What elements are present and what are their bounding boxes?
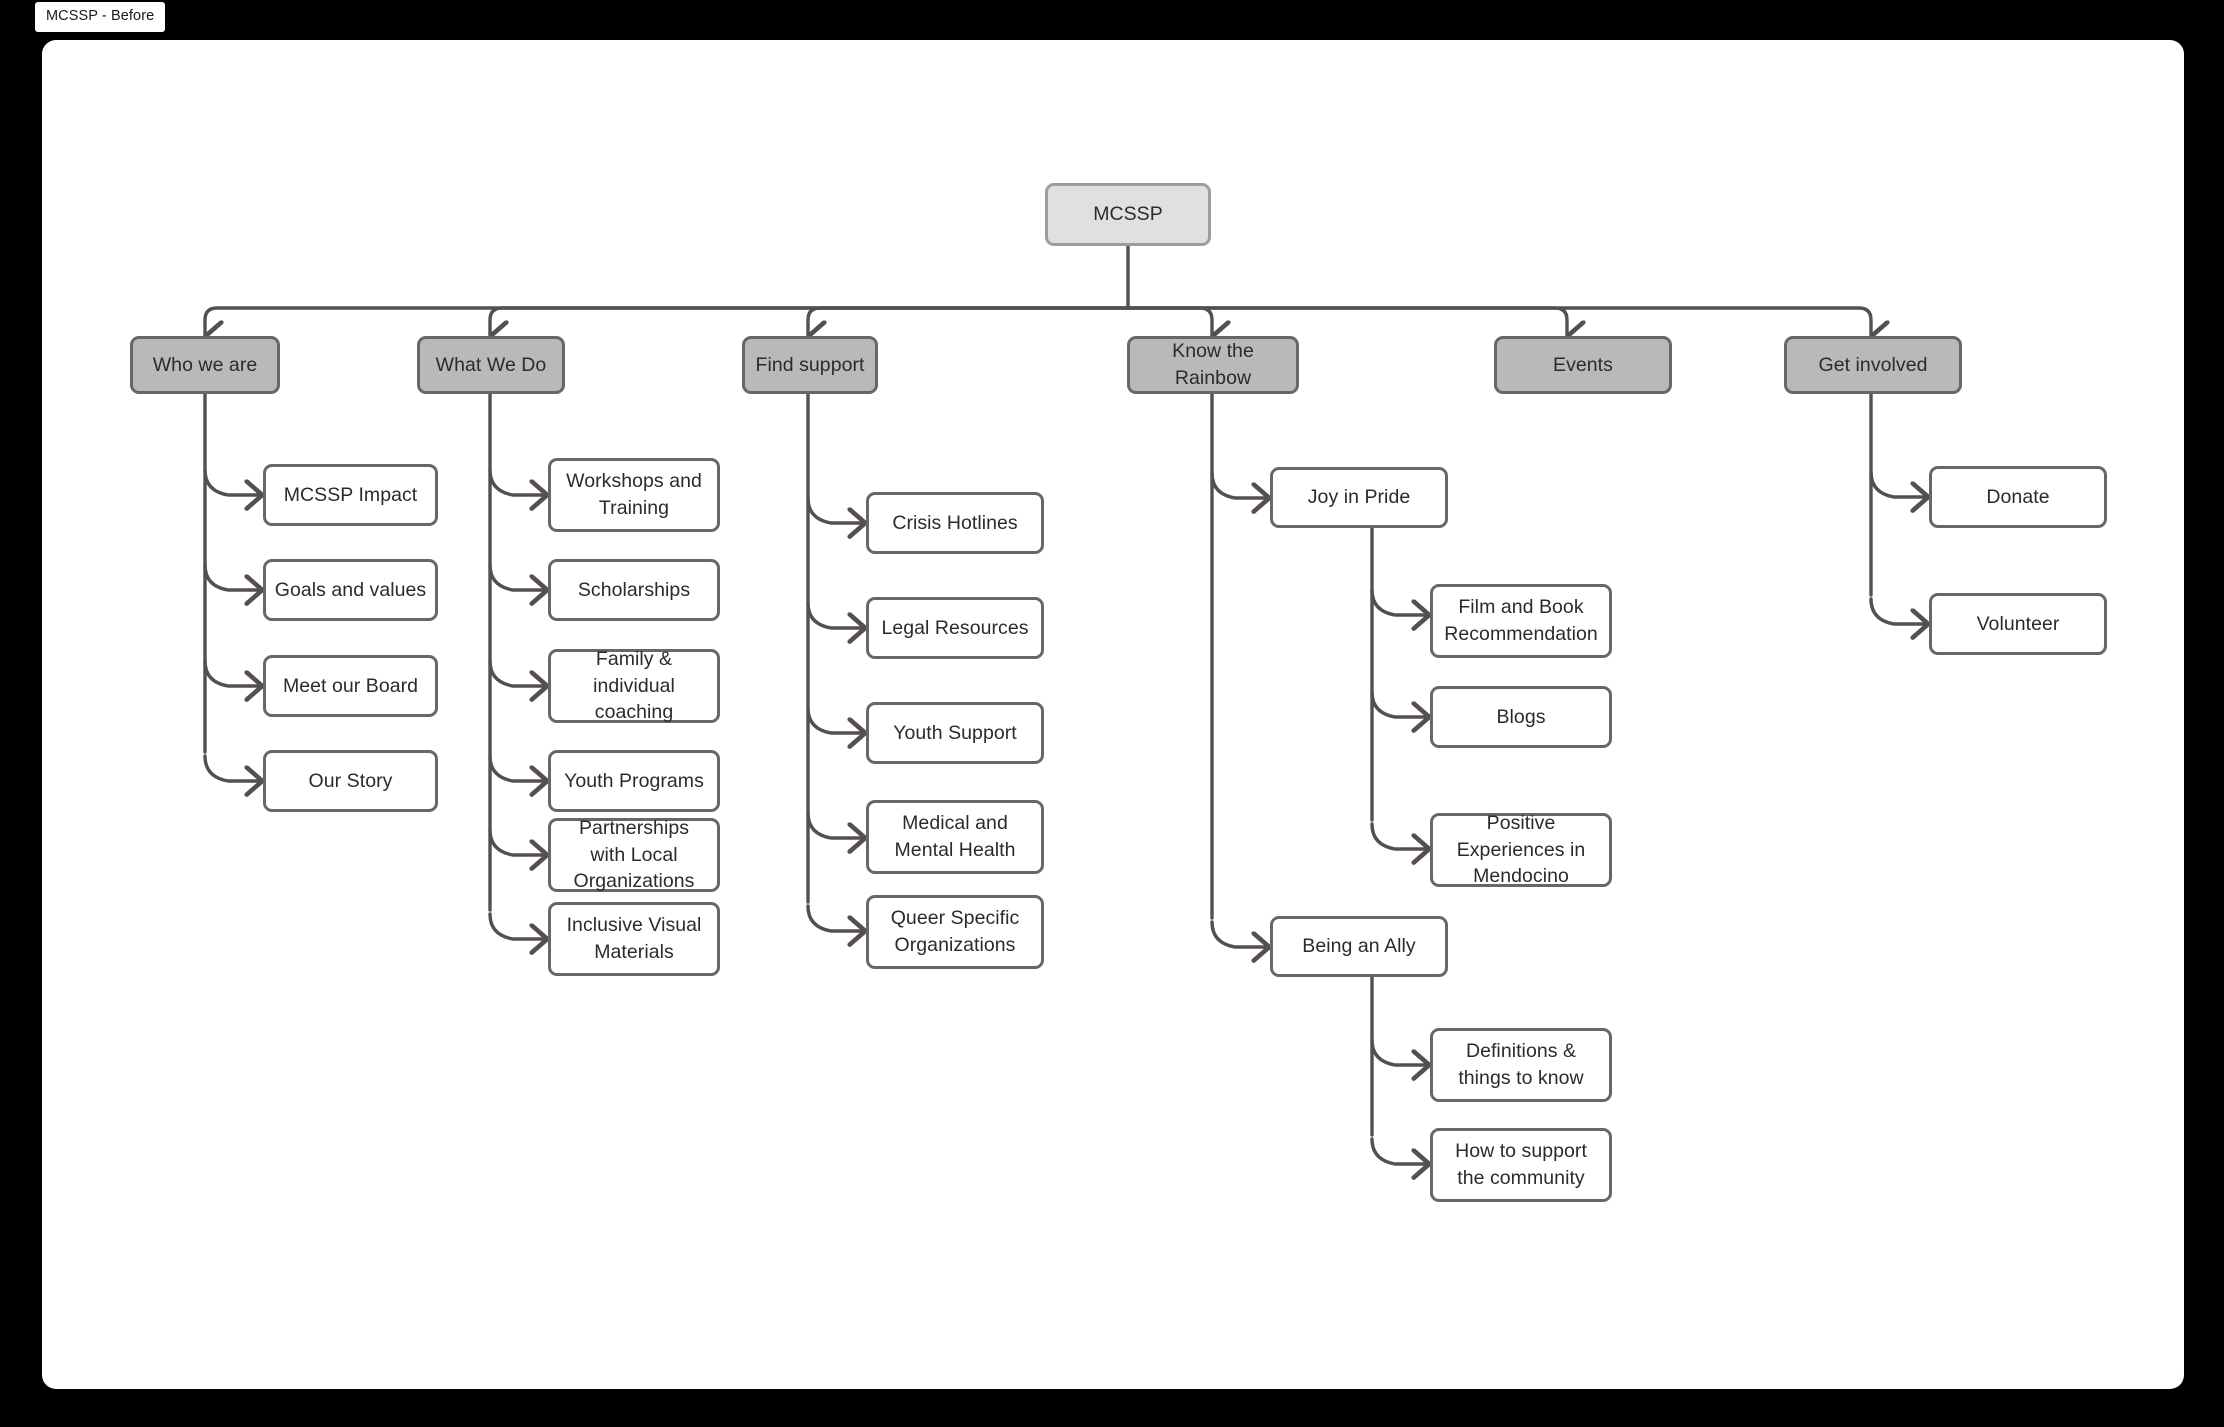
node-leaf-workshops-and-training[interactable]: Workshops and Training — [548, 458, 720, 532]
node-leaf-mcssp-impact[interactable]: MCSSP Impact — [263, 464, 438, 526]
node-leaf-queer-specific-organizations[interactable]: Queer Specific Organizations — [866, 895, 1044, 969]
node-label: Crisis Hotlines — [892, 511, 1018, 534]
node-label: Family & individual coaching — [593, 647, 675, 724]
node-leaf-film-and-book-recommendation[interactable]: Film and Book Recommendation — [1430, 584, 1612, 658]
node-leaf-family-individual-coaching[interactable]: Family & individual coaching — [548, 648, 720, 723]
node-label: Events — [1553, 353, 1613, 376]
node-label: Being an Ally — [1302, 935, 1416, 958]
node-section-know-the-rainbow[interactable]: Know the Rainbow — [1127, 336, 1299, 394]
node-leaf-definitions-things-to-know[interactable]: Definitions & things to know — [1430, 1028, 1612, 1102]
document-tab-label[interactable]: MCSSP - Before — [35, 2, 166, 32]
node-leaf-crisis-hotlines[interactable]: Crisis Hotlines — [866, 492, 1044, 554]
node-label: Positive Experiences in Mendocino — [1456, 811, 1586, 888]
node-section-events[interactable]: Events — [1494, 336, 1672, 394]
node-section-what-we-do[interactable]: What We Do — [417, 336, 565, 394]
node-label: Workshops and Training — [566, 470, 702, 519]
node-label: Get involved — [1818, 353, 1928, 376]
node-label: Donate — [1986, 485, 2050, 508]
node-leaf-donate[interactable]: Donate — [1929, 466, 2107, 528]
node-leaf-volunteer[interactable]: Volunteer — [1929, 593, 2107, 655]
node-leaf-goals-and-values[interactable]: Goals and values — [263, 559, 438, 621]
node-label: Partnerships with Local Organizations — [573, 816, 695, 893]
node-leaf-medical-and-mental-health[interactable]: Medical and Mental Health — [866, 800, 1044, 874]
node-leaf-blogs[interactable]: Blogs — [1430, 686, 1612, 748]
node-label: Medical and Mental Health — [894, 812, 1016, 861]
node-leaf-partnerships-with-local-organizations[interactable]: Partnerships with Local Organizations — [548, 817, 720, 892]
node-leaf-meet-our-board[interactable]: Meet our Board — [263, 655, 438, 717]
diagram-canvas[interactable]: MCSSP Who we are What We Do Find support… — [42, 40, 2184, 1389]
node-root-mcssp[interactable]: MCSSP — [1045, 183, 1211, 246]
node-label: Goals and values — [274, 578, 427, 601]
node-label: Find support — [755, 353, 865, 376]
node-leaf-joy-in-pride[interactable]: Joy in Pride — [1270, 467, 1448, 528]
node-label: Scholarships — [577, 578, 691, 601]
node-label: Youth Support — [893, 721, 1017, 744]
node-leaf-youth-support[interactable]: Youth Support — [866, 702, 1044, 764]
node-label: Joy in Pride — [1307, 486, 1411, 509]
node-label: Definitions & things to know — [1458, 1040, 1584, 1089]
node-leaf-positive-experiences-in-mendocino[interactable]: Positive Experiences in Mendocino — [1430, 812, 1612, 887]
node-label: MCSSP Impact — [283, 483, 418, 506]
node-section-who-we-are[interactable]: Who we are — [130, 336, 280, 394]
node-label: Who we are — [152, 353, 258, 376]
node-label: MCSSP — [1093, 203, 1163, 226]
node-leaf-how-to-support-the-community[interactable]: How to support the community — [1430, 1128, 1612, 1202]
node-label: What We Do — [435, 353, 547, 376]
node-leaf-inclusive-visual-materials[interactable]: Inclusive Visual Materials — [548, 902, 720, 976]
node-label: Inclusive Visual Materials — [566, 914, 702, 963]
node-label: Our Story — [308, 769, 393, 792]
node-label: Blogs — [1496, 705, 1546, 728]
node-section-find-support[interactable]: Find support — [742, 336, 878, 394]
node-label: Know the Rainbow — [1172, 340, 1254, 389]
node-label: How to support the community — [1455, 1140, 1587, 1189]
node-section-get-involved[interactable]: Get involved — [1784, 336, 1962, 394]
node-label: Meet our Board — [282, 674, 419, 697]
node-leaf-our-story[interactable]: Our Story — [263, 750, 438, 812]
node-leaf-legal-resources[interactable]: Legal Resources — [866, 597, 1044, 659]
node-leaf-scholarships[interactable]: Scholarships — [548, 559, 720, 621]
node-label: Volunteer — [1976, 612, 2060, 635]
node-label: Queer Specific Organizations — [890, 907, 1020, 956]
node-leaf-being-an-ally[interactable]: Being an Ally — [1270, 916, 1448, 977]
node-leaf-youth-programs[interactable]: Youth Programs — [548, 750, 720, 812]
node-label: Film and Book Recommendation — [1444, 596, 1598, 645]
node-label: Youth Programs — [564, 769, 704, 792]
node-label: Legal Resources — [881, 616, 1029, 639]
